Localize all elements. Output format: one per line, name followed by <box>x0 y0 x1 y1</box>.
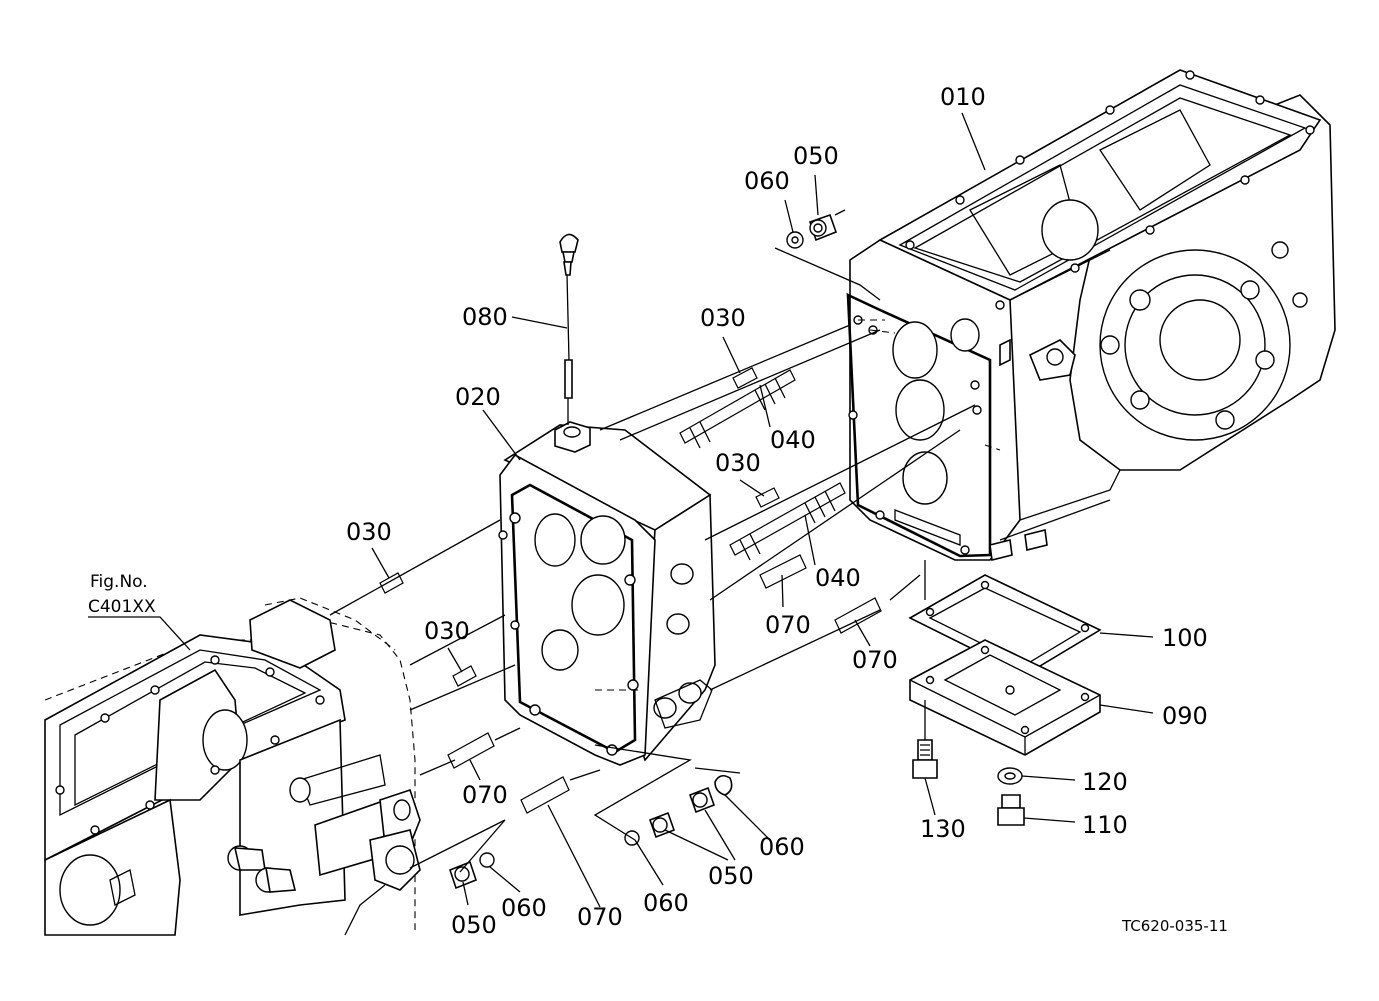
callout-050-lower-right: 050 <box>708 862 754 890</box>
reference-code: C401XX <box>88 597 156 617</box>
callout-110: 110 <box>1082 811 1128 839</box>
dipstick-080 <box>559 233 579 425</box>
callout-060-upper: 060 <box>744 167 790 195</box>
callout-040-lower: 040 <box>815 564 861 592</box>
callout-labels: 010 050 060 080 030 020 040 030 030 040 … <box>88 83 1228 939</box>
cover-090 <box>909 639 1101 756</box>
stud-bolt-040-upper <box>679 369 796 449</box>
callout-070-right: 070 <box>852 646 898 674</box>
callout-090: 090 <box>1162 702 1208 730</box>
fitting-130 <box>912 739 938 779</box>
callout-060-lower-right: 060 <box>759 833 805 861</box>
callout-120: 120 <box>1082 768 1128 796</box>
callout-070-middle: 070 <box>765 611 811 639</box>
plug-110 <box>997 794 1025 826</box>
callout-030-upper: 030 <box>700 304 746 332</box>
reference-prefix: Fig.No. <box>90 572 148 592</box>
drawing-number: TC620-035-11 <box>1121 917 1228 935</box>
callout-050-lower-left: 050 <box>451 911 497 939</box>
callout-070-left: 070 <box>462 781 508 809</box>
stud-bolt-040-lower <box>729 482 846 561</box>
callout-080: 080 <box>462 303 508 331</box>
middle-housing-020 <box>498 421 716 766</box>
front-housing-reference <box>44 597 421 936</box>
callout-010: 010 <box>940 83 986 111</box>
washer-120 <box>997 767 1023 785</box>
nut-and-washer-upper <box>786 213 838 249</box>
callout-100: 100 <box>1162 624 1208 652</box>
leader-lines <box>88 112 1154 908</box>
callout-060-lower-left: 060 <box>501 894 547 922</box>
callout-020: 020 <box>455 383 501 411</box>
callout-130: 130 <box>920 815 966 843</box>
callout-030-middle: 030 <box>715 449 761 477</box>
callout-040-upper: 040 <box>770 426 816 454</box>
callout-050-upper: 050 <box>793 142 839 170</box>
callout-030-lower: 030 <box>424 617 470 645</box>
callout-030-left: 030 <box>346 518 392 546</box>
callout-070-bottom: 070 <box>577 903 623 931</box>
transmission-case-010 <box>846 69 1336 561</box>
callout-060-lower-middle: 060 <box>643 889 689 917</box>
stud-bolts-070 <box>447 554 882 814</box>
